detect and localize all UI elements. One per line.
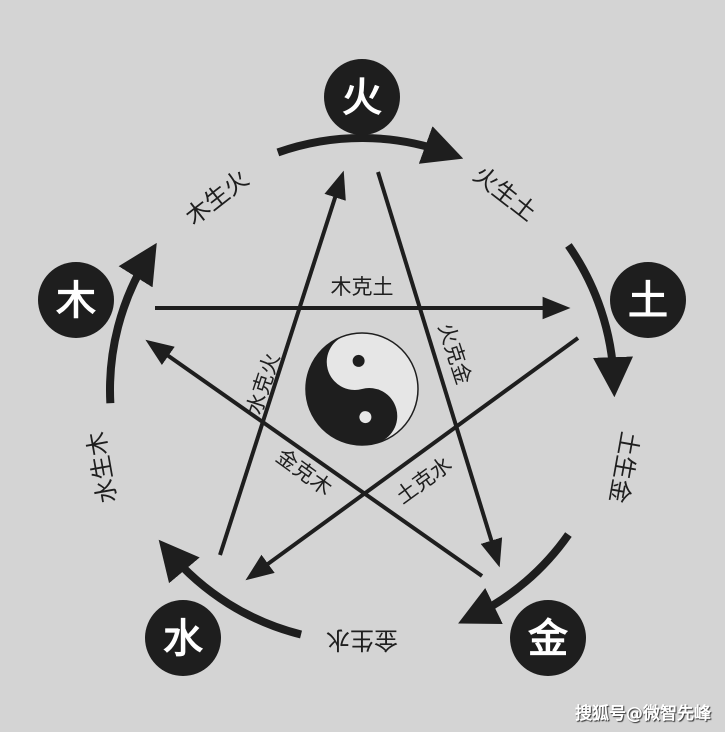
- element-earth: 土: [610, 262, 686, 338]
- svg-text:火: 火: [342, 75, 382, 121]
- element-fire: 火: [324, 59, 400, 135]
- label-earth-metal: 土生金: [604, 430, 644, 506]
- label-earth-water: 土克水: [391, 452, 456, 508]
- label-wood-earth: 木克土: [331, 275, 394, 299]
- label-metal-water: 金生水: [326, 626, 398, 654]
- arc-fire-generating-arrow: [276, 126, 464, 164]
- arc-metal-generating-arrow: [458, 532, 572, 624]
- element-wood: 木: [38, 262, 114, 338]
- watermark: 搜狐号@微智先峰: [575, 704, 711, 724]
- arc-water-generating-arrow: [158, 539, 303, 639]
- svg-text:水: 水: [163, 616, 204, 662]
- svg-text:土: 土: [628, 278, 668, 324]
- water-overcomes-fire-arrow: [218, 170, 346, 556]
- svg-text:金: 金: [527, 616, 569, 662]
- fire-overcomes-metal-arrow: [376, 171, 503, 568]
- element-water: 水: [145, 600, 221, 676]
- yin-yang-icon: [305, 332, 419, 446]
- generating-cycle-arcs: [106, 126, 633, 639]
- arc-earth-generating-arrow: [565, 243, 633, 398]
- svg-text:木: 木: [56, 278, 96, 324]
- label-wood-fire: 木生火: [180, 164, 254, 230]
- label-fire-earth: 火生土: [468, 160, 542, 226]
- earth-overcomes-water-arrow: [245, 336, 580, 581]
- label-water-fire: 水克火: [242, 350, 284, 417]
- metal-overcomes-wood-arrow: [145, 339, 484, 578]
- arc-wood-generating-arrow: [106, 242, 157, 404]
- element-metal: 金: [510, 600, 586, 676]
- label-water-wood: 水生木: [82, 430, 122, 506]
